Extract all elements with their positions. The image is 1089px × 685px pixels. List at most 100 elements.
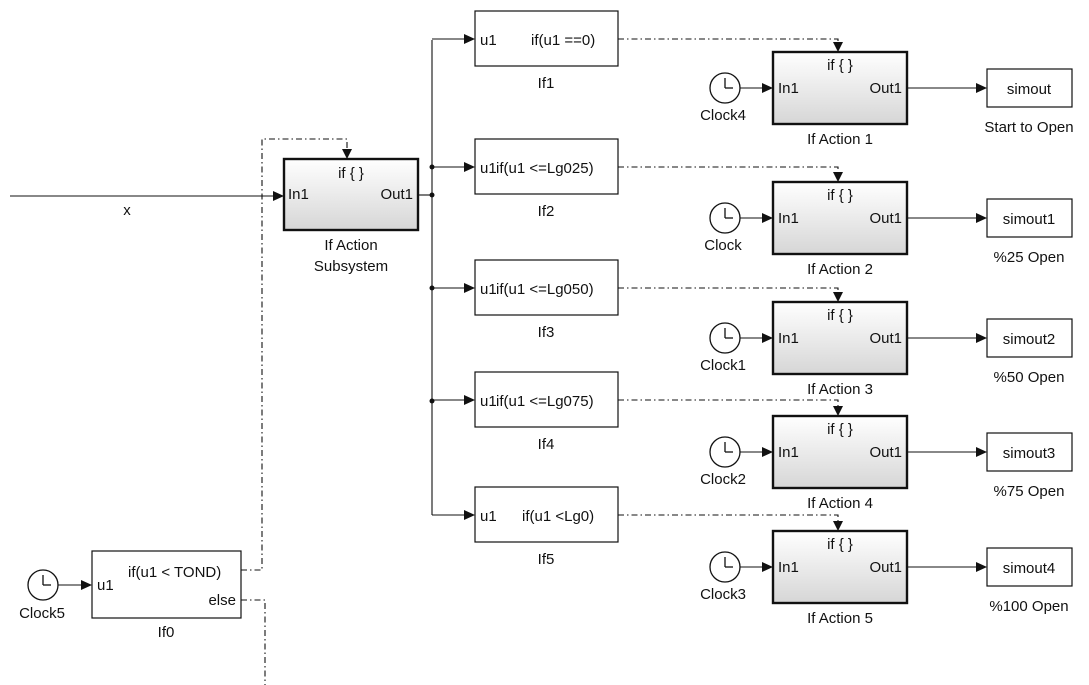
if-action-5-in-port: In1 bbox=[778, 559, 799, 576]
clock-to-action-wire-row1[interactable] bbox=[740, 83, 773, 93]
subsystem-name-line1: If Action bbox=[324, 237, 377, 254]
if1-block[interactable]: u1 if(u1 ==0) bbox=[474, 10, 619, 67]
if-action-5-block[interactable]: if { } In1 Out1 bbox=[771, 529, 909, 605]
clock-to-action-wire-row4[interactable] bbox=[740, 447, 773, 457]
clock5-label: Clock5 bbox=[19, 605, 65, 622]
clock-icon-row2[interactable] bbox=[709, 202, 741, 234]
signal-label-x: x bbox=[123, 202, 131, 219]
subsystem-title: if { } bbox=[338, 165, 364, 182]
clock-to-action-wire-row2[interactable] bbox=[740, 213, 773, 223]
if2-label: If2 bbox=[538, 203, 555, 220]
if0-else-signal[interactable] bbox=[241, 599, 266, 685]
simout-block-row1[interactable]: simout bbox=[986, 68, 1073, 108]
action-to-simout-wire-row2[interactable] bbox=[907, 213, 987, 223]
if4-in-port: u1 bbox=[480, 393, 497, 410]
subsystem-name-line2: Subsystem bbox=[314, 258, 388, 275]
if-action-3-title: if { } bbox=[827, 307, 853, 324]
if2-condition: if(u1 <=Lg025) bbox=[496, 160, 594, 177]
wire-to-if2[interactable] bbox=[432, 162, 475, 172]
if-action-3-label: If Action 3 bbox=[807, 381, 873, 398]
simout-label-row1: Start to Open bbox=[984, 119, 1073, 136]
clock-icon-row1[interactable] bbox=[709, 72, 741, 104]
clock-to-action-wire-row5[interactable] bbox=[740, 562, 773, 572]
clock-label-row2: Clock bbox=[704, 237, 742, 254]
if1-label: If1 bbox=[538, 75, 555, 92]
wire-to-if5[interactable] bbox=[432, 510, 475, 520]
simout-label-row4: %75 Open bbox=[994, 483, 1065, 500]
simout-label-row3: %50 Open bbox=[994, 369, 1065, 386]
simout-block-row4[interactable]: simout3 bbox=[986, 432, 1073, 472]
clock-label-row1: Clock4 bbox=[700, 107, 746, 124]
clock-label-row4: Clock2 bbox=[700, 471, 746, 488]
if0-else-port: else bbox=[208, 592, 236, 609]
if-action-3-out-port: Out1 bbox=[869, 330, 902, 347]
if3-condition: if(u1 <=Lg050) bbox=[496, 281, 594, 298]
simout-name-row1: simout bbox=[1007, 81, 1052, 98]
clock5-block[interactable] bbox=[27, 569, 59, 601]
action-signal-if3[interactable] bbox=[618, 287, 843, 302]
wire-to-if1[interactable] bbox=[432, 34, 475, 44]
if-action-5-out-port: Out1 bbox=[869, 559, 902, 576]
if1-in-port: u1 bbox=[480, 32, 497, 49]
action-signal-if0-to-subsystem[interactable] bbox=[241, 138, 352, 571]
action-signal-if1[interactable] bbox=[618, 38, 843, 52]
if-action-subsystem-block[interactable]: if { } In1 Out1 bbox=[282, 157, 420, 232]
if5-label: If5 bbox=[538, 551, 555, 568]
clock-to-action-wire-row3[interactable] bbox=[740, 333, 773, 343]
if-action-1-block[interactable]: if { } In1 Out1 bbox=[771, 50, 909, 126]
if0-block[interactable]: u1 if(u1 < TOND) else bbox=[91, 550, 242, 619]
simout-name-row4: simout3 bbox=[1003, 445, 1056, 462]
if-action-4-out-port: Out1 bbox=[869, 444, 902, 461]
clock-label-row5: Clock3 bbox=[700, 586, 746, 603]
simout-block-row5[interactable]: simout4 bbox=[986, 547, 1073, 587]
if-action-1-title: if { } bbox=[827, 57, 853, 74]
if4-condition: if(u1 <=Lg075) bbox=[496, 393, 594, 410]
action-signal-if4[interactable] bbox=[618, 399, 843, 416]
wire-to-if3[interactable] bbox=[432, 283, 475, 293]
simout-block-row3[interactable]: simout2 bbox=[986, 318, 1073, 358]
simout-name-row2: simout1 bbox=[1003, 211, 1056, 228]
action-signal-if2[interactable] bbox=[618, 166, 843, 182]
action-to-simout-wire-row5[interactable] bbox=[907, 562, 987, 572]
if-action-2-label: If Action 2 bbox=[807, 261, 873, 278]
clock5-to-if0-wire[interactable] bbox=[58, 580, 92, 590]
simout-label-row2: %25 Open bbox=[994, 249, 1065, 266]
if-action-5-label: If Action 5 bbox=[807, 610, 873, 627]
if3-label: If3 bbox=[538, 324, 555, 341]
if2-in-port: u1 bbox=[480, 160, 497, 177]
if-action-4-in-port: In1 bbox=[778, 444, 799, 461]
if-action-5-title: if { } bbox=[827, 536, 853, 553]
if-action-1-in-port: In1 bbox=[778, 80, 799, 97]
simout-name-row5: simout4 bbox=[1003, 560, 1056, 577]
if-action-1-out-port: Out1 bbox=[869, 80, 902, 97]
wire-to-if4[interactable] bbox=[432, 395, 475, 405]
simout-block-row2[interactable]: simout1 bbox=[986, 198, 1073, 238]
subsystem-output-wire[interactable] bbox=[418, 40, 435, 515]
subsystem-out-port: Out1 bbox=[380, 186, 413, 203]
action-to-simout-wire-row3[interactable] bbox=[907, 333, 987, 343]
if-action-4-block[interactable]: if { } In1 Out1 bbox=[771, 414, 909, 490]
if-action-3-in-port: In1 bbox=[778, 330, 799, 347]
if0-in-port: u1 bbox=[97, 577, 114, 594]
clock-icon-row5[interactable] bbox=[709, 551, 741, 583]
if-action-3-block[interactable]: if { } In1 Out1 bbox=[771, 300, 909, 376]
action-signal-if5[interactable] bbox=[618, 514, 843, 531]
if1-condition: if(u1 ==0) bbox=[531, 32, 595, 49]
if-action-4-title: if { } bbox=[827, 421, 853, 438]
clock-icon-row3[interactable] bbox=[709, 322, 741, 354]
subsystem-in-port: In1 bbox=[288, 186, 309, 203]
action-to-simout-wire-row1[interactable] bbox=[907, 83, 987, 93]
simout-label-row5: %100 Open bbox=[989, 598, 1068, 615]
clock-icon-row4[interactable] bbox=[709, 436, 741, 468]
if0-label: If0 bbox=[158, 624, 175, 641]
if-action-2-in-port: In1 bbox=[778, 210, 799, 227]
simout-name-row3: simout2 bbox=[1003, 331, 1056, 348]
action-to-simout-wire-row4[interactable] bbox=[907, 447, 987, 457]
input-signal-x[interactable] bbox=[10, 191, 284, 201]
